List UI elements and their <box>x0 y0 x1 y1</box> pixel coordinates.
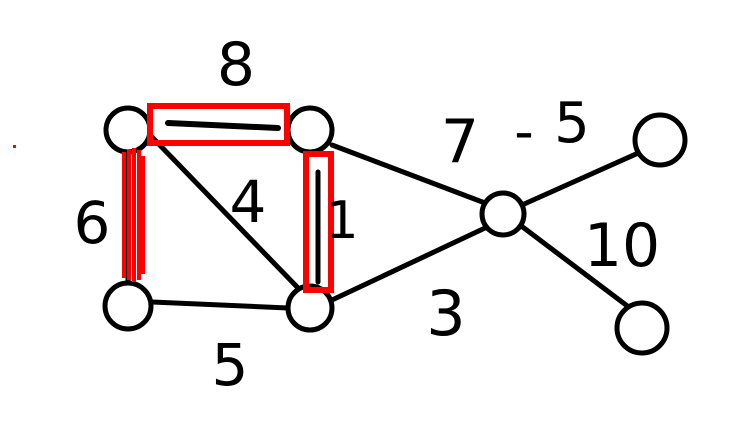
highlight-scribble-left-edge <box>122 148 145 282</box>
edge-weights: 8 4 6 1 5 7 - 5 3 10 <box>74 30 661 399</box>
node-top-mid <box>285 105 335 155</box>
highlight-annotations <box>13 103 334 293</box>
graph-edges <box>125 120 648 311</box>
weight-label-top-left-top-mid: 8 <box>217 30 255 100</box>
edge-hub-bottom-right <box>517 222 633 311</box>
weight-label-hub-top-right: 5 <box>554 91 590 156</box>
weight-label-hub-top-right-dash: - <box>514 100 534 163</box>
highlight-box-top-edge <box>147 103 290 146</box>
edge-top-left-top-mid <box>165 120 281 131</box>
edge-bottom-mid-hub <box>329 225 488 303</box>
weight-label-top-mid-bottom-mid: 1 <box>325 191 358 251</box>
node-bottom-left <box>102 280 154 332</box>
weight-label-bottom-mid-hub: 3 <box>426 277 465 350</box>
weight-label-hub-bottom-right: 10 <box>584 211 660 281</box>
weight-label-top-mid-hub: 7 <box>441 107 479 177</box>
weight-label-top-left-bottom-left: 6 <box>74 189 111 257</box>
weight-label-bottom-left-bottom-mid: 5 <box>212 331 249 399</box>
node-hub <box>479 190 527 238</box>
node-top-right <box>632 112 688 168</box>
stray-red-dot <box>13 145 16 148</box>
edge-top-mid-hub <box>329 142 488 206</box>
edge-top-left-bottom-mid <box>147 132 303 293</box>
edge-bottom-left-bottom-mid <box>149 299 291 311</box>
node-top-left <box>103 105 153 155</box>
node-bottom-mid <box>285 283 335 333</box>
node-bottom-right <box>614 300 670 356</box>
edge-hub-top-right <box>519 147 648 208</box>
highlight-box-mid-edge <box>303 151 334 293</box>
weight-label-top-left-bottom-mid: 4 <box>230 168 267 236</box>
